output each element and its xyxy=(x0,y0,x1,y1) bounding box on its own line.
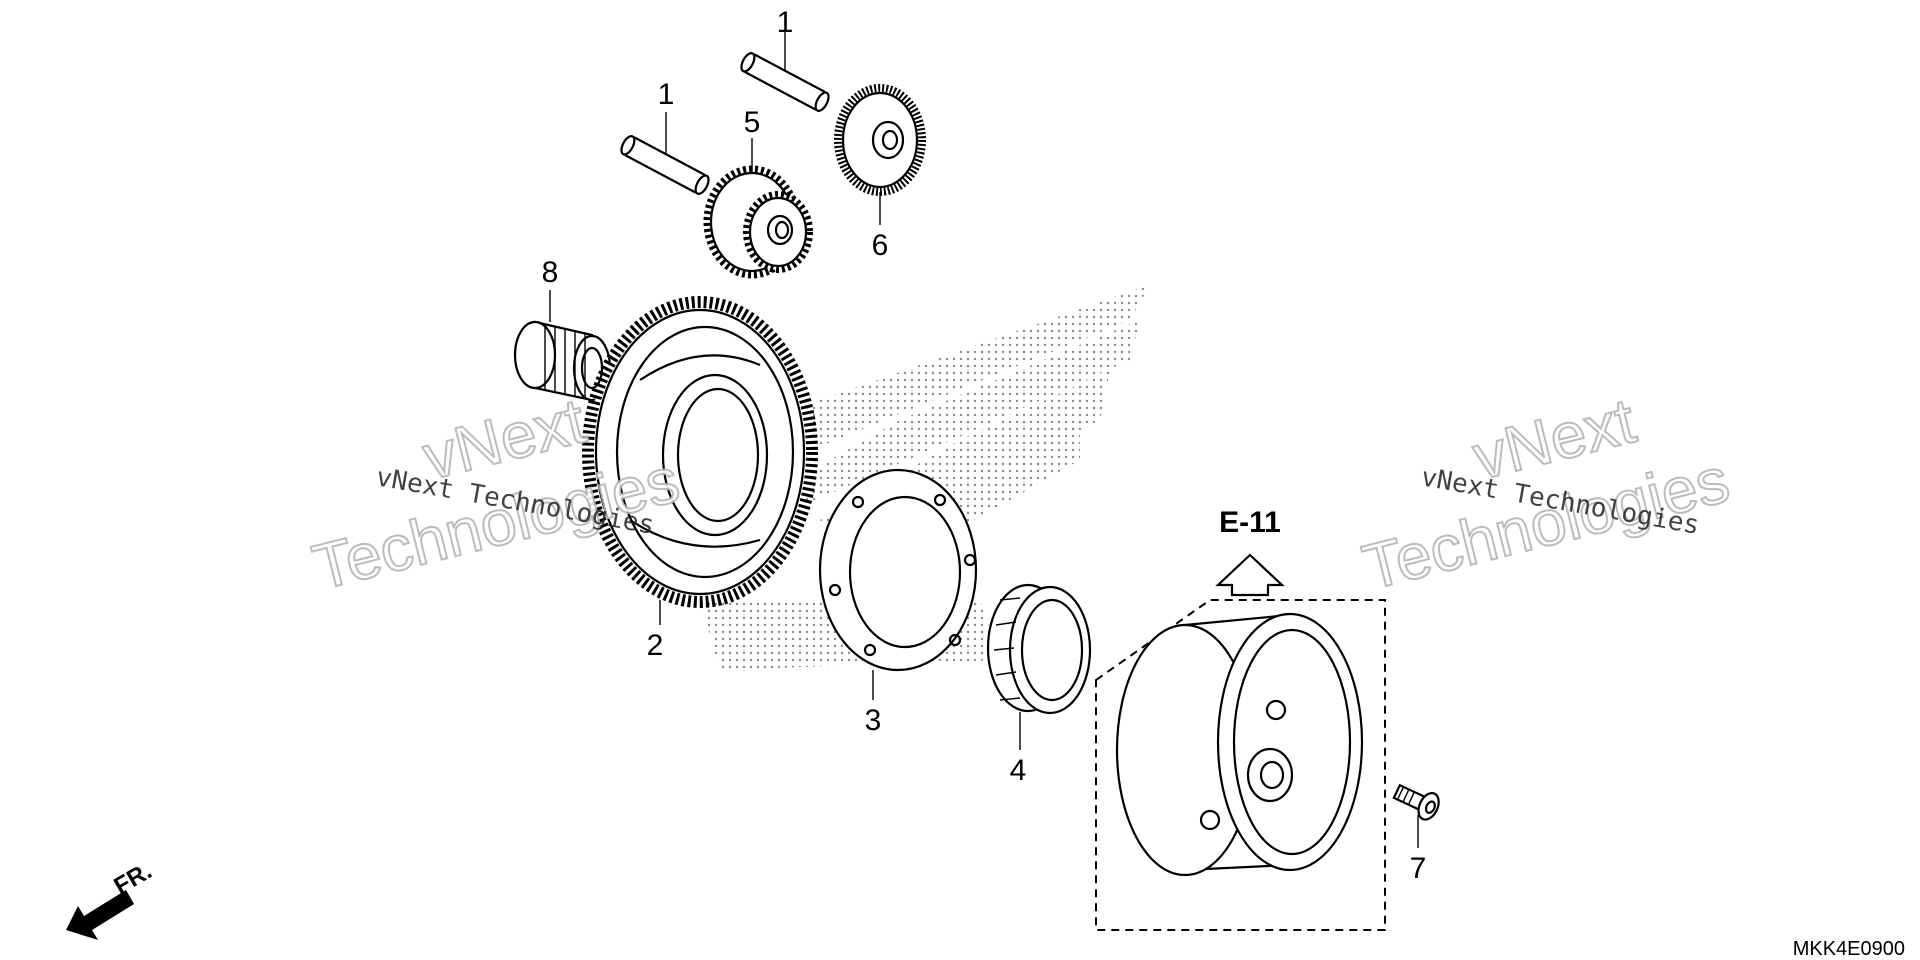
callout-1-lower: 1 xyxy=(658,78,675,111)
front-arrow-icon xyxy=(66,890,134,940)
flywheel-reference-group[interactable] xyxy=(1095,599,1386,931)
callout-8: 8 xyxy=(542,256,559,289)
reference-arrow-icon xyxy=(1215,553,1285,597)
callout-2: 2 xyxy=(647,629,664,662)
callout-1-upper: 1 xyxy=(777,6,794,39)
part-1-pin-upper[interactable] xyxy=(739,51,831,113)
watermark-right: vNext Technologies vNext Technologies xyxy=(1355,383,1737,604)
part-5-double-gear[interactable] xyxy=(703,165,813,279)
front-marker-label: FR. xyxy=(110,857,157,900)
part-2-starter-driven-gear[interactable] xyxy=(582,296,818,608)
part-1-pin-lower[interactable] xyxy=(619,134,711,196)
callout-3: 3 xyxy=(865,704,882,737)
part-7-bolt[interactable] xyxy=(1391,779,1443,823)
part-6-gear[interactable] xyxy=(834,84,926,196)
reference-label[interactable]: E-11 xyxy=(1219,506,1281,539)
callout-5: 5 xyxy=(744,106,761,139)
part-4-one-way-clutch[interactable] xyxy=(986,583,1092,715)
part-3-clutch-outer-ring[interactable] xyxy=(818,468,978,672)
leader-lines xyxy=(549,32,1419,848)
diagram-code: MKK4E0900 xyxy=(1793,938,1905,960)
part-8-needle-bearing[interactable] xyxy=(513,320,612,402)
callout-7: 7 xyxy=(1410,852,1427,885)
callout-6: 6 xyxy=(872,229,889,262)
front-direction-marker: FR. xyxy=(66,857,156,940)
callout-4: 4 xyxy=(1010,754,1027,787)
